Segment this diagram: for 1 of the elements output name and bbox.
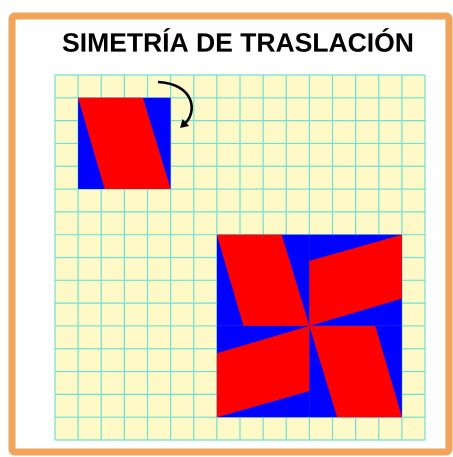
- title: SIMETRÍA DE TRASLACIÓN: [62, 28, 412, 52]
